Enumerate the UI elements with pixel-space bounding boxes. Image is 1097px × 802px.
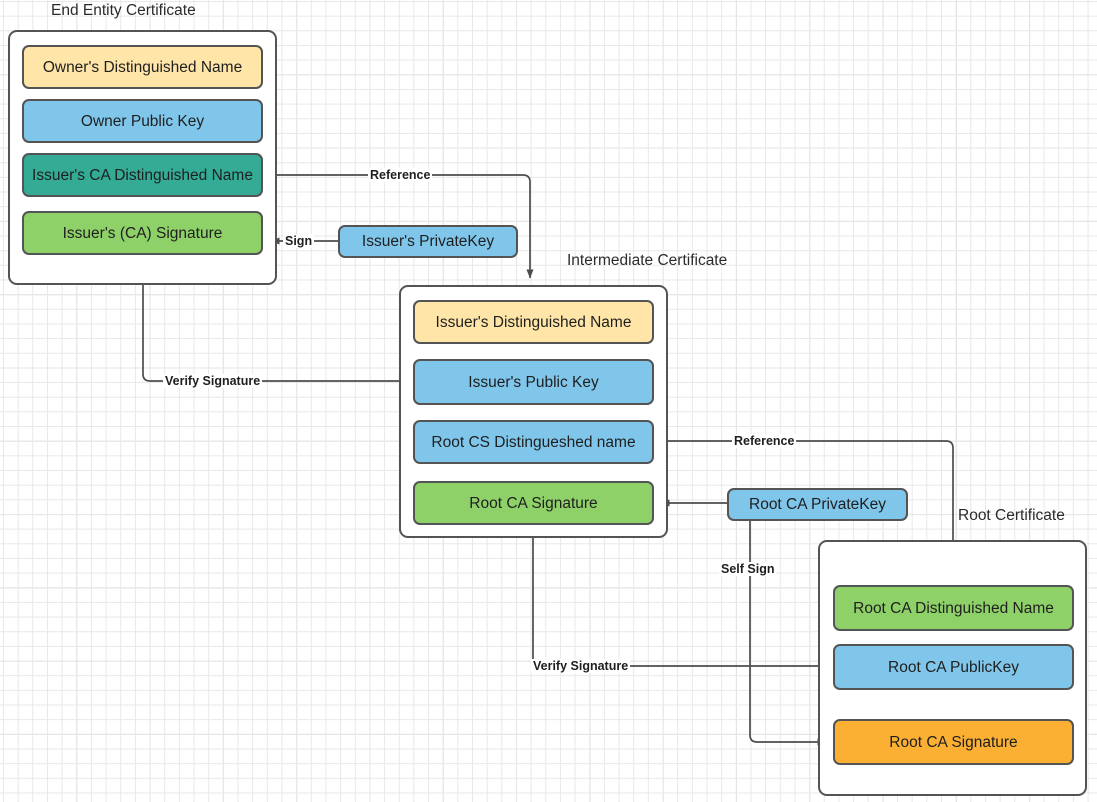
field-root-ca-signature-intermediate[interactable]: Root CA Signature [413, 481, 654, 525]
root-certificate-title: Root Certificate [958, 507, 1065, 524]
edge-label-verify-signature-2: Verify Signature [531, 659, 631, 673]
root-ca-privatekey-box[interactable]: Root CA PrivateKey [727, 488, 908, 521]
field-root-ca-distinguished-name[interactable]: Root CA Distinguished Name [833, 585, 1074, 631]
edge-self-sign [749, 520, 827, 746]
end-entity-certificate-title: End Entity Certificate [51, 2, 196, 19]
field-root-ca-publickey[interactable]: Root CA PublicKey [833, 644, 1074, 690]
edge-label-reference-1: Reference [368, 168, 433, 182]
edge-label-sign-1: Sign [283, 234, 315, 248]
edge-label-reference-2: Reference [732, 434, 797, 448]
field-owner-public-key[interactable]: Owner Public Key [22, 99, 263, 143]
field-issuer-public-key[interactable]: Issuer's Public Key [413, 359, 654, 405]
edge-label-self-sign: Self Sign [719, 562, 777, 576]
edge-verify-2 [529, 519, 833, 667]
field-issuer-distinguished-name[interactable]: Issuer's Distinguished Name [413, 300, 654, 344]
issuer-privatekey-box[interactable]: Issuer's PrivateKey [338, 225, 518, 258]
intermediate-certificate-title: Intermediate Certificate [567, 252, 728, 269]
field-root-cs-distinguished-name[interactable]: Root CS Distingueshed name [413, 420, 654, 464]
field-issuer-ca-signature[interactable]: Issuer's (CA) Signature [22, 211, 263, 255]
edge-label-verify-signature-1: Verify Signature [163, 374, 263, 388]
field-issuer-ca-distinguished-name[interactable]: Issuer's CA Distinguished Name [22, 153, 263, 197]
field-owner-distinguished-name[interactable]: Owner's Distinguished Name [22, 45, 263, 89]
field-root-ca-signature-root[interactable]: Root CA Signature [833, 719, 1074, 765]
